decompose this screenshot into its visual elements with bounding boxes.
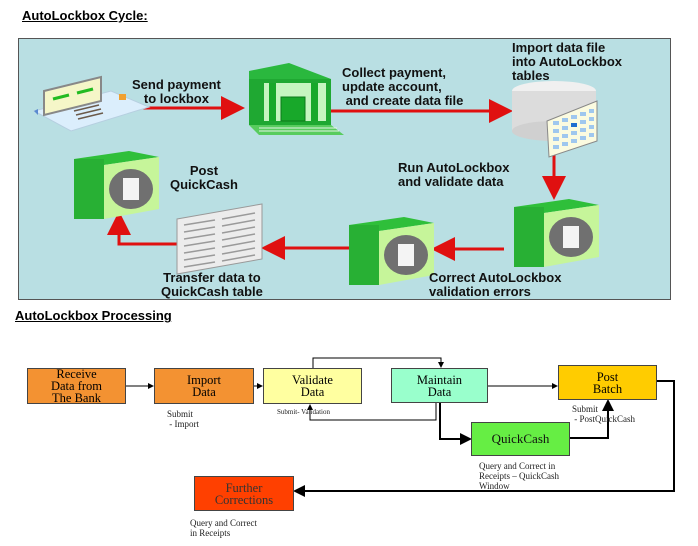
label-correct-errors: Correct AutoLockbox validation errors <box>429 270 562 299</box>
note-import: Submit - Import <box>167 409 199 429</box>
label-collect-payment: Collect payment, update account, and cre… <box>342 65 464 108</box>
document-table-icon <box>176 203 263 275</box>
process-box-further: Further Corrections <box>194 476 294 511</box>
connector-maintain-validate-loop <box>307 403 437 421</box>
connector-maintain-quickcash <box>439 403 472 445</box>
connector-post-further <box>293 380 675 497</box>
autolockbox-cycle-diagram: Send payment to lockbox Collect payment,… <box>18 38 671 300</box>
process-box-maintain: Maintain Data <box>391 368 488 403</box>
process-box-import: Import Data <box>154 368 254 404</box>
cycle-graphics <box>32 63 599 285</box>
note-further: Query and Correct in Receipts <box>190 518 257 538</box>
bank-building-icon <box>249 63 344 135</box>
label-transfer-data: Transfer data to QuickCash table <box>161 270 263 299</box>
check-payment-icon <box>32 75 151 132</box>
process-box-post: Post Batch <box>558 365 657 400</box>
server-icon-run-autolockbox <box>514 199 599 267</box>
note-quickcash: Query and Correct in Receipts – QuickCas… <box>479 461 559 491</box>
process-box-validate: Validate Data <box>263 368 362 404</box>
connector-quickcash-post <box>570 399 614 439</box>
processing-section-title: AutoLockbox Processing <box>15 308 172 323</box>
server-icon-post-quickcash <box>74 151 159 219</box>
process-box-quickcash: QuickCash <box>471 422 570 456</box>
note-validate: Submit- Validation <box>277 408 330 416</box>
cycle-section-title: AutoLockbox Cycle: <box>22 8 148 23</box>
note-post: Submit - PostQuickCash <box>572 404 635 424</box>
connector-validate-maintain-top <box>312 357 444 369</box>
label-send-payment: Send payment to lockbox <box>132 77 221 106</box>
label-run-autolockbox: Run AutoLockbox and validate data <box>398 160 510 189</box>
arrow-transfer-to-post <box>107 211 177 246</box>
database-table-icon <box>512 81 598 158</box>
label-import-data: Import data file into AutoLockbox tables <box>512 40 623 83</box>
process-box-receive: Receive Data from The Bank <box>27 368 126 404</box>
server-icon-correct-errors <box>349 217 434 285</box>
label-post-quickcash: Post QuickCash <box>170 163 238 192</box>
